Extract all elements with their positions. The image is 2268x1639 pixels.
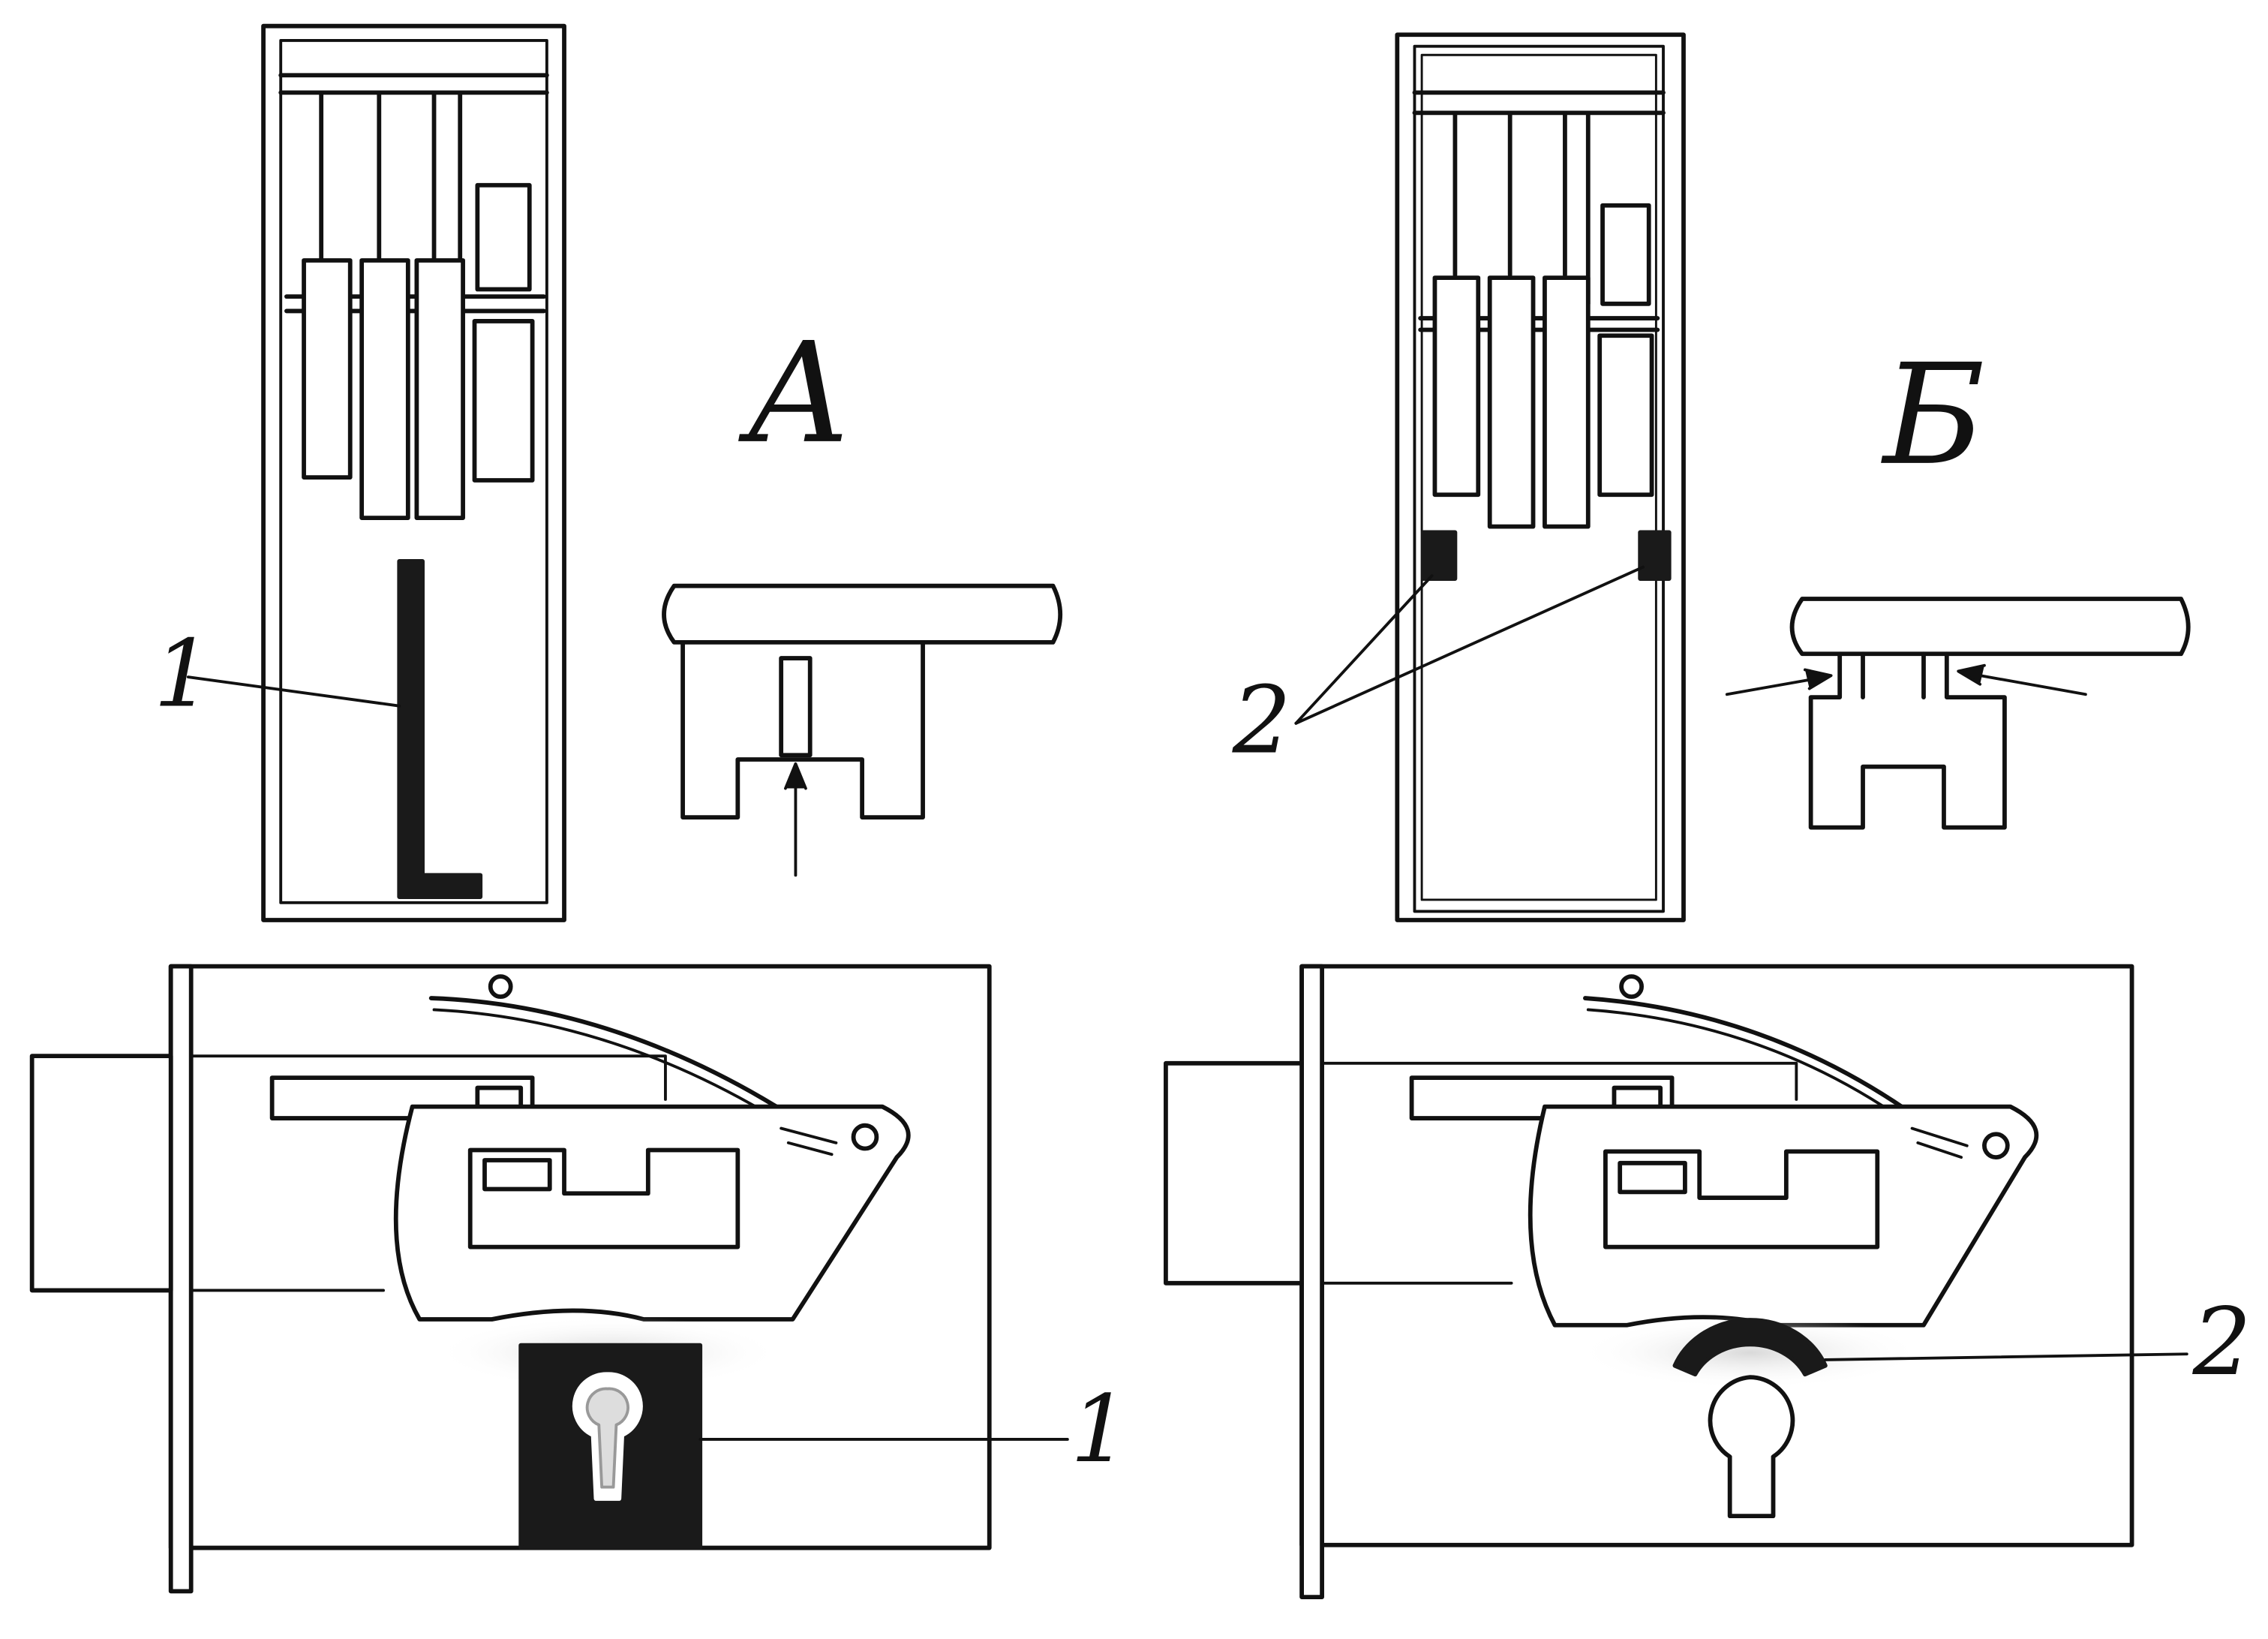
left-horizontal-lock-body [29, 964, 992, 1594]
callout-label-1-bottom: 1 [1071, 1376, 1130, 1484]
arc-ward [1672, 1318, 1828, 1377]
key-b [1789, 597, 2191, 830]
callout-label-2-top: 2 [1232, 666, 1292, 774]
left-vertical-lock-case [261, 23, 566, 922]
key-a [662, 583, 1063, 820]
panel-letter-b: Б [1881, 334, 1985, 496]
ward-block-right [1638, 530, 1672, 581]
key-b-arrow-right [1963, 671, 2087, 696]
keyhole-right [1708, 1375, 1795, 1519]
l-shaped-guard [397, 559, 483, 900]
right-vertical-lock-case [1395, 32, 1686, 922]
ward-block-left [1421, 530, 1458, 581]
callout-label-2-bottom: 2 [2192, 1289, 2252, 1397]
panel-letter-a: А [738, 312, 852, 474]
callout-2-leader-b [1294, 565, 1645, 725]
callout-label-1-top: 1 [154, 621, 212, 729]
callout-2-leader-bottom [1823, 1352, 2188, 1361]
right-horizontal-lock-body [1164, 964, 2134, 1599]
callout-2-leader-a [1294, 574, 1434, 725]
callout-1-leader-top [186, 675, 401, 708]
